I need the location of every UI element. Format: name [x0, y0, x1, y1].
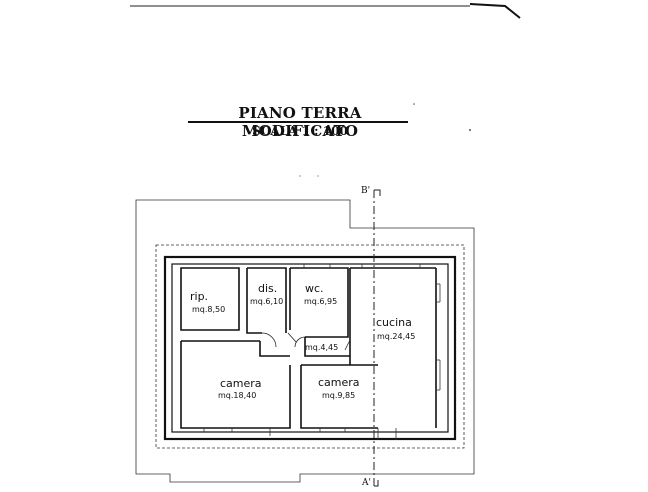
plan-scale: SCALA 1 : 100 — [252, 124, 348, 138]
section-label-top: B' — [361, 186, 371, 196]
section-arrow-bottom — [374, 480, 379, 487]
exterior-wall-outer — [163, 255, 457, 441]
section-arrow-top — [374, 189, 381, 196]
room-name-camera-left: camera — [220, 377, 262, 390]
room-name-cucina: cucina — [376, 316, 412, 329]
room-area-camera-right: mq.9,85 — [322, 391, 356, 400]
room-area-camera-left: mq.18,40 — [218, 391, 257, 400]
door-swings — [261, 332, 351, 351]
interior-walls — [180, 267, 437, 429]
room-area-rip: mq.8,50 — [192, 305, 226, 314]
room-name-rip: rip. — [190, 290, 209, 303]
site-boundary — [135, 199, 475, 483]
section-label-bottom: A' — [362, 478, 371, 488]
scan-specks — [299, 103, 471, 177]
perimeter-dashed — [155, 244, 465, 449]
plan-title: PIANO TERRA MODIFICATO — [238, 104, 362, 140]
room-name-camera-right: camera — [318, 376, 360, 389]
room-name-dis: dis. — [258, 282, 278, 295]
window-details — [203, 264, 441, 440]
room-area-hall: mq.4,45 — [305, 343, 339, 352]
room-name-wc: wc. — [305, 282, 324, 295]
exterior-wall-inner — [171, 263, 449, 433]
room-area-dis: mq.6,10 — [250, 297, 284, 306]
title-underline — [188, 121, 408, 123]
room-area-wc: mq.6,95 — [304, 297, 338, 306]
room-area-cucina: mq.24,45 — [377, 332, 416, 341]
scan-corner-mark — [469, 3, 521, 19]
